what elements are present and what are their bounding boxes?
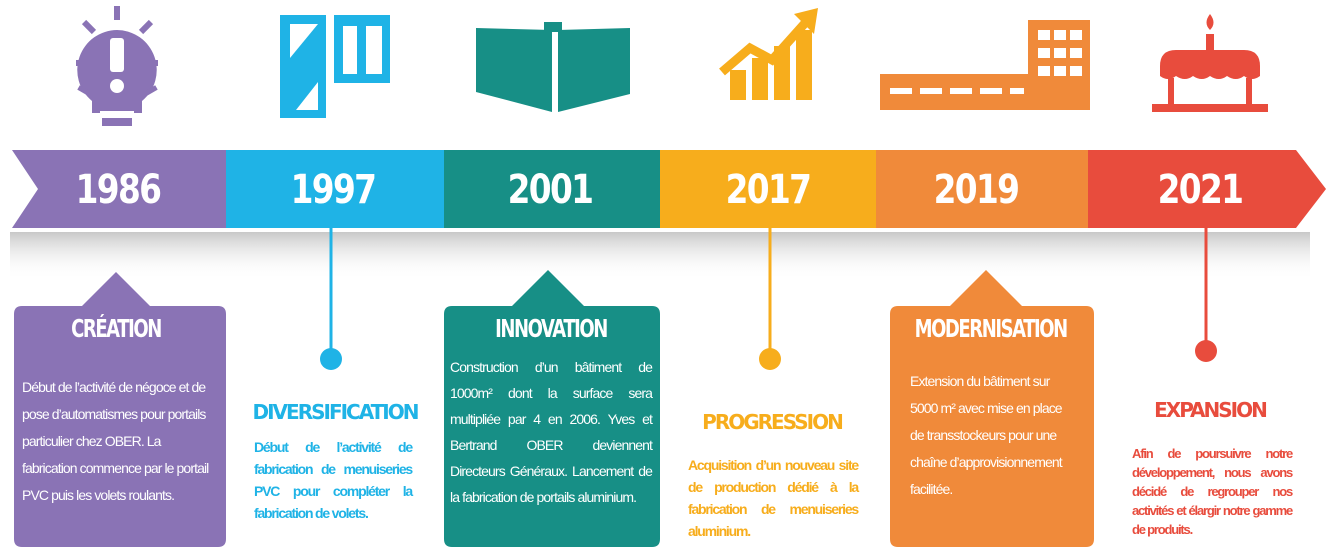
year-label: 2017 [725,167,812,213]
card-title: INNOVATION [495,314,608,343]
card-text: Début de l’activité de négoce et de pose… [22,379,209,503]
year-label: 1997 [290,167,377,213]
window-icon [280,15,390,118]
gate-icon [476,22,630,112]
card-text: Extension du bâtiment sur 5000 m² avec m… [910,373,1063,497]
ribbon-shadow [10,232,1310,280]
card-title: PROGRESSION [702,410,844,434]
card-title: CRÉATION [71,314,162,343]
ribbon-segment-2017 [660,150,876,228]
card-text: Début de l’activité de fabrication de me… [254,439,413,521]
growth-chart-icon [719,8,818,100]
birthday-cake-icon [1152,14,1268,112]
year-label: 1986 [75,167,162,213]
connector-dot-2021 [1195,340,1217,362]
lightbulb-icon [76,6,158,126]
card-title: DIVERSIFICATION [252,400,420,424]
year-label: 2019 [933,167,1020,213]
card-modernisation [890,270,1094,547]
card-innovation [444,270,660,547]
card-title: MODERNISATION [914,314,1069,343]
ribbon-segment-2019 [876,150,1088,228]
year-label: 2021 [1157,167,1244,213]
ribbon-segment-1997 [226,150,444,228]
connector-dot-2017 [759,348,781,370]
card-text: Construction d’un bâtiment de 1000m² don… [450,359,653,505]
factory-icon [880,20,1090,110]
ribbon-segment-2021 [1088,150,1326,228]
year-label: 2001 [507,167,594,213]
connector-dot-1997 [320,348,342,370]
card-creation [14,272,226,547]
card-text: Afin de poursuivre notre développement, … [1132,446,1293,537]
ribbon-segment-1986 [12,150,226,228]
ribbon-segment-2001 [444,150,660,228]
card-text: Acquisition d’un nouveau site de product… [688,457,859,539]
card-title: EXPANSION [1154,398,1268,422]
